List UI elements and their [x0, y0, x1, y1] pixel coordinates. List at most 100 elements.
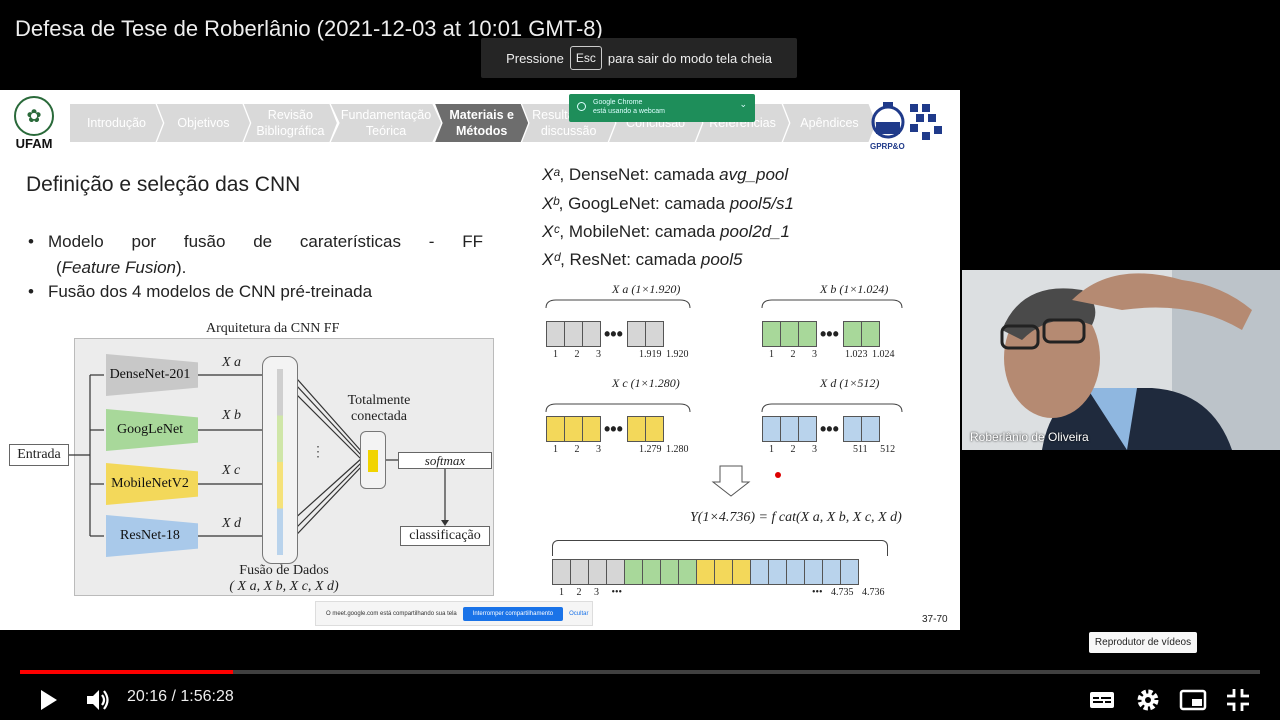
x-sym: Xᵇ [542, 194, 559, 213]
x-text: , DenseNet: camada [559, 165, 720, 184]
tick: 1 [559, 587, 564, 598]
tick: ••• 4.735 [812, 587, 854, 598]
group-a-ticks-start: 1 2 3 [553, 349, 601, 360]
presenter-name: Roberlânio de Oliveira [970, 430, 1089, 444]
tick: 1 [553, 444, 558, 455]
x-line-b: Xᵇ, GoogLeNet: camada pool5/s1 [542, 194, 794, 214]
miniplayer-icon [1179, 689, 1207, 711]
miniplayer-button[interactable] [1179, 686, 1207, 714]
tick: 2 [576, 587, 582, 598]
tick: 2 [574, 349, 580, 360]
chevron-down-icon[interactable]: ⌄ [739, 99, 747, 109]
x-text: , ResNet: camada [560, 250, 701, 269]
group-a-label: X a (1×1.920) [612, 282, 681, 296]
stop-sharing-button[interactable]: Interromper compartilhamento [462, 606, 564, 621]
tick: 1.023 [845, 349, 868, 360]
group-b-label: X b (1×1.024) [820, 282, 889, 296]
fc-neurons [368, 450, 378, 472]
tick: 3 [812, 444, 817, 455]
group-a-blocks: ••• [546, 321, 664, 347]
fullscreen-exit-notice: Pressione Esc para sair do modo tela che… [481, 38, 797, 78]
bullet-1: • Modelo por fusão de caraterísticas - F… [28, 232, 483, 252]
group-a-ticks-end: 1.919 1.920 [639, 349, 689, 360]
x-a-label: X a [222, 355, 242, 370]
x-text: , GoogLeNet: camada [558, 194, 730, 213]
ellipsis-dots: ••• [820, 419, 839, 439]
x-text: , MobileNet: camada [559, 222, 721, 241]
paren-open: ( [56, 258, 62, 277]
ufam-logo-text: UFAM [15, 136, 53, 151]
tick: 3 ••• [594, 587, 623, 598]
group-c-label: X c (1×1.280) [612, 376, 680, 390]
mute-button[interactable] [84, 686, 112, 714]
nav-objetivos: Objetivos [156, 104, 250, 142]
tick: 1 [553, 349, 558, 360]
tick: 1.279 [639, 444, 662, 455]
nav-apendices: Apêndices [783, 104, 876, 142]
tick: 1 [769, 444, 774, 455]
hide-share-bar-button[interactable]: Ocultar [569, 610, 589, 617]
exit-fullscreen-button[interactable] [1224, 686, 1252, 714]
exit-fullscreen-icon [1227, 689, 1249, 711]
subtitles-icon [1090, 692, 1114, 708]
tick: 512 [880, 444, 896, 455]
tick: 1.920 [666, 349, 689, 360]
classificacao-node: classificação [400, 526, 490, 546]
presenter-video-image [962, 270, 1280, 450]
screen-share-bar: O meet.google.com está compartilhando su… [315, 601, 593, 626]
ufam-logo: ✿ UFAM [12, 96, 56, 152]
share-bar-text: O meet.google.com está compartilhando su… [326, 610, 457, 617]
settings-button[interactable] [1134, 686, 1162, 714]
gprpo-logo-text: GPRP&O [870, 142, 905, 151]
fusao-line-2: ( X a, X b, X c, X d) [229, 579, 339, 594]
esc-key-badge: Esc [569, 46, 602, 70]
volume-icon [87, 690, 109, 710]
x-sym: Xᶜ [542, 222, 560, 241]
x-b-label: X b [222, 408, 242, 423]
tick: 4.736 [862, 587, 885, 598]
group-braces [545, 299, 903, 497]
tick: 1.280 [666, 444, 689, 455]
progress-bar[interactable] [20, 670, 1260, 674]
play-button[interactable] [34, 686, 62, 714]
webcam-usage-popup[interactable]: Google Chrome está usando a webcam ⌄ [569, 94, 755, 122]
group-c-blocks: ••• [546, 416, 664, 442]
bullet-2: • Fusão dos 4 modelos de CNN pré-treinad… [28, 282, 372, 302]
webcam-popup-title: Google Chrome [593, 99, 643, 106]
feature-fusion-term: Feature Fusion [61, 258, 177, 277]
x-layer: pool5 [700, 250, 743, 269]
x-layer: pool5/s1 [729, 194, 794, 213]
concat-brace [552, 540, 888, 556]
webcam-popup-subtitle: está usando a webcam [593, 108, 665, 115]
nav-materiais: Materiais e Métodos [435, 104, 529, 142]
tick: 3 [812, 349, 817, 360]
nav-resultados: Resultados e discussão [522, 104, 616, 142]
group-d-label: X d (1×512) [820, 376, 880, 390]
play-icon [41, 690, 57, 710]
concat-ticks-start: 1 2 3 ••• [559, 587, 622, 598]
tick: 3 [596, 444, 601, 455]
tick: 2 [790, 444, 796, 455]
group-b-ticks-start: 1 2 3 [769, 349, 817, 360]
subtitles-button[interactable] [1088, 686, 1116, 714]
video-title: Defesa de Tese de Roberlânio (2021-12-03… [15, 16, 603, 41]
bullet-dot: • [28, 282, 34, 301]
group-d-blocks: ••• [762, 416, 880, 442]
gprpo-logo: GPRP&O [870, 98, 948, 154]
x-layer: pool2d_1 [720, 222, 791, 241]
fusao-line-1: Fusão de Dados [239, 563, 329, 578]
bullet-dot: • [28, 232, 34, 251]
progress-bar-fill [20, 670, 234, 674]
fusao-de-dados-label: Fusão de Dados ( X a, X b, X c, X d) [228, 563, 340, 595]
x-layer: avg_pool [719, 165, 789, 184]
ellipsis-dots: ••• [604, 419, 623, 439]
group-c-ticks-start: 1 2 3 [553, 444, 601, 455]
slide-page-number: 37-70 [922, 614, 948, 625]
slide-nav-bar: Introdução Objetivos Revisão Bibliográfi… [70, 104, 876, 142]
x-sym: Xᵃ [542, 165, 560, 184]
webcam-feed [962, 270, 1280, 450]
concat-ticks-end: ••• 4.735 4.736 [812, 587, 885, 598]
nav-introducao: Introdução [70, 104, 163, 142]
nav-revisao: Revisão Bibliográfica [243, 104, 337, 142]
tick: 1.024 [872, 349, 895, 360]
